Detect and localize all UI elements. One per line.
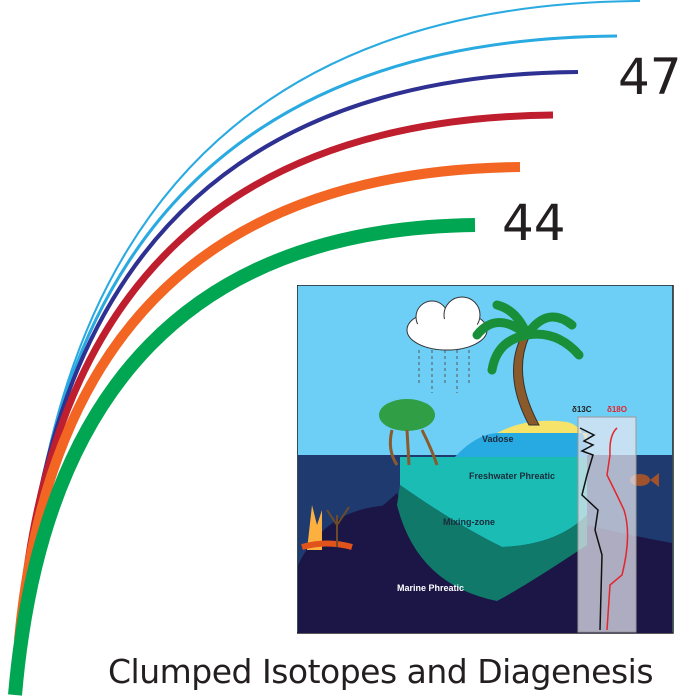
mass-44-label: 44 bbox=[502, 194, 566, 252]
mass-47-label: 47 bbox=[618, 48, 682, 106]
carbon-isotope-label: δ13C bbox=[572, 405, 592, 414]
palm-tree-icon bbox=[472, 300, 584, 426]
marine-label: Marine Phreatic bbox=[397, 583, 464, 593]
carbon-isotope-curve bbox=[579, 427, 603, 631]
mixing-label: Mixing-zone bbox=[443, 517, 495, 527]
mixing-zone bbox=[397, 485, 587, 601]
diagenesis-diagram: Vadose Freshwater Phreatic Mixing-zone M… bbox=[297, 285, 674, 634]
arc-green bbox=[8, 218, 476, 696]
arc-red bbox=[18, 111, 554, 611]
oxygen-isotope-curve bbox=[606, 427, 629, 631]
rain-icon bbox=[418, 350, 470, 393]
vadose-label: Vadose bbox=[482, 434, 514, 444]
arc-orange bbox=[14, 162, 521, 641]
deep-water-2 bbox=[298, 493, 672, 633]
page-title: Clumped Isotopes and Diagenesis bbox=[108, 652, 654, 691]
cloud-icon bbox=[406, 296, 488, 351]
coral-icon bbox=[301, 505, 353, 550]
mangrove-icon bbox=[379, 399, 439, 466]
beach bbox=[497, 420, 587, 445]
freshwater-label: Freshwater Phreatic bbox=[469, 471, 555, 481]
freshwater-zone bbox=[400, 457, 587, 547]
oxygen-isotope-label: δ18O bbox=[607, 405, 627, 414]
